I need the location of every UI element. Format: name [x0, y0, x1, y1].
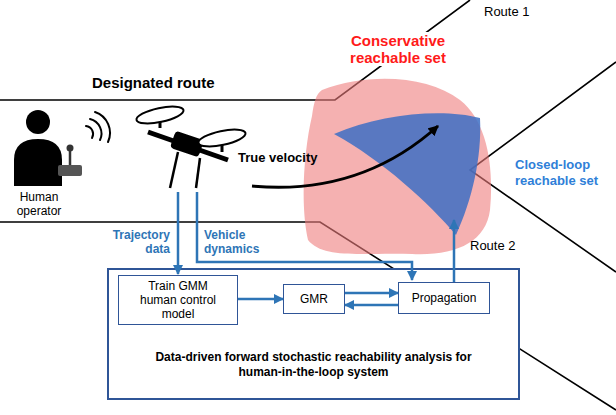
- velocity-label: True velocity: [238, 150, 338, 165]
- flow-connector: [238, 298, 283, 301]
- flow-connector: [345, 292, 398, 295]
- flow-label-holder: Trajectory data: [98, 228, 170, 256]
- signal-arc: [95, 112, 110, 142]
- route-edge: [470, 62, 616, 272]
- flow-connector: [345, 304, 398, 307]
- operator-head: [26, 110, 50, 134]
- process-box: Train GMM human control model: [118, 275, 238, 325]
- drone-icon: [135, 103, 247, 188]
- operator-body: [14, 139, 62, 186]
- motor-post: [159, 118, 162, 128]
- route-label: Designated route: [92, 74, 242, 91]
- motor-post: [221, 141, 224, 152]
- process-box: Propagation: [398, 282, 490, 314]
- region-label: Closed-loop reachable set: [515, 157, 611, 189]
- route-edge: [0, 222, 616, 410]
- process-box: GMR: [283, 284, 345, 314]
- route-label-holder: Designated route: [92, 74, 242, 91]
- propeller: [135, 103, 185, 127]
- signal-waves: [86, 112, 110, 142]
- velocity-label-holder: True velocity: [238, 150, 338, 165]
- joystick-base: [58, 165, 82, 176]
- trajectory-arrow: [177, 192, 180, 274]
- dynamics-arrow: [197, 192, 412, 280]
- drone-arm: [148, 132, 228, 160]
- human-operator-icon: [14, 110, 82, 186]
- flow-label: Trajectory data: [98, 228, 170, 256]
- box-label: GMR: [300, 292, 328, 306]
- velocity-arrow: [252, 126, 438, 187]
- route-label: Route 1: [484, 4, 554, 19]
- route-label-holder: Route 2: [470, 238, 540, 253]
- flow-label-holder: Vehicle dynamics: [204, 228, 274, 256]
- region-shape: [334, 113, 480, 235]
- drone-body: [170, 131, 204, 158]
- signal-arc: [90, 119, 101, 140]
- panel-caption: Data-driven forward stochastic reachabil…: [109, 350, 518, 380]
- analysis-panel: Data-driven forward stochastic reachabil…: [107, 268, 520, 400]
- operator-label: Human operator: [2, 190, 76, 218]
- route-label-holder: Route 1: [484, 4, 554, 19]
- region-label: Conservative reachable set: [338, 32, 458, 66]
- route-label: Route 2: [470, 238, 540, 253]
- signal-arc: [86, 126, 93, 138]
- drone-leg: [170, 152, 178, 188]
- propeller: [197, 126, 247, 150]
- flow-connector: [453, 220, 456, 282]
- reachable-set-region: Closed-loop reachable set: [330, 108, 616, 240]
- region-label-ground: Conservative reachable set: [348, 32, 448, 66]
- joystick-stick: [69, 150, 72, 166]
- region-shape: [304, 79, 491, 254]
- joystick-knob: [67, 145, 74, 152]
- box-label: Propagation: [412, 291, 477, 305]
- drone-leg: [196, 158, 200, 188]
- flow-label: Vehicle dynamics: [204, 228, 274, 256]
- box-label: Train GMM human control model: [132, 279, 224, 321]
- operator-label-holder: Human operator: [2, 190, 76, 218]
